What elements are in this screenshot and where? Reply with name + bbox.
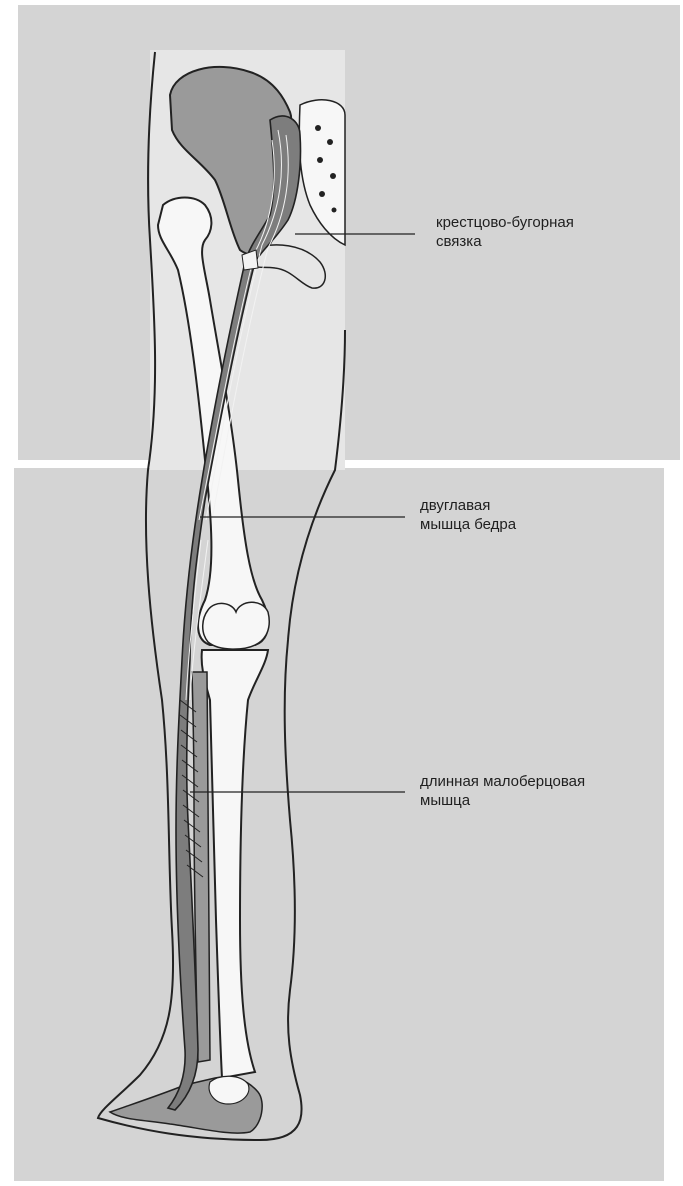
label-line-2: мышца [420, 791, 585, 810]
label-line-1: двуглавая [420, 496, 516, 515]
upper-panel [18, 5, 680, 460]
label-biceps-femoris: двуглавая мышца бедра [420, 496, 516, 534]
ankle-bones [209, 1076, 249, 1104]
label-line-1: крестцово-бугорная [436, 213, 574, 232]
lower-panel [14, 468, 664, 1181]
label-line-2: мышца бедра [420, 515, 516, 534]
label-line-2: связка [436, 232, 574, 251]
label-sacrotuberous-ligament: крестцово-бугорная связка [436, 213, 574, 251]
label-peroneus-longus: длинная малоберцовая мышца [420, 772, 585, 810]
label-line-1: длинная малоберцовая [420, 772, 585, 791]
